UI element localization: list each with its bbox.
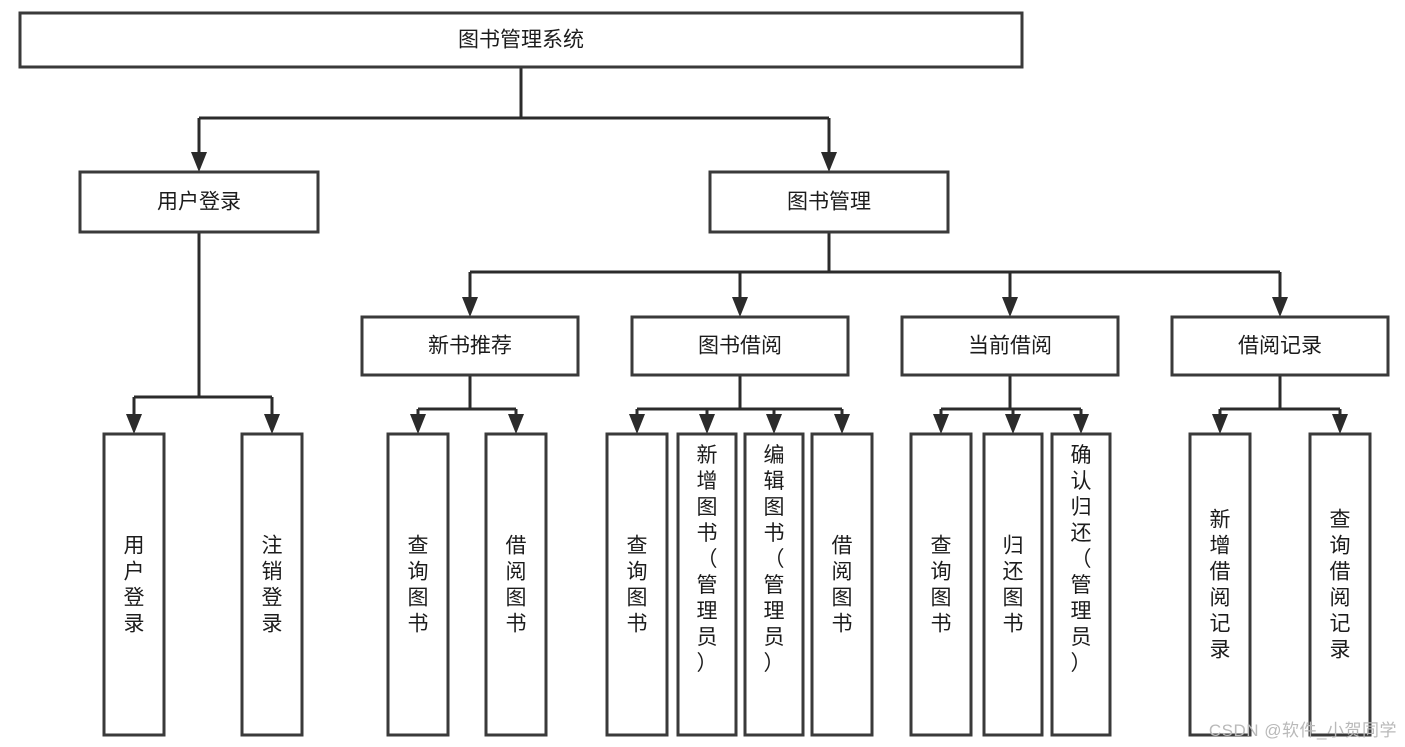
arrow-head (1332, 414, 1348, 434)
node-root[interactable]: 图书管理系统 (18, 11, 1024, 69)
node-label: 借阅图书 (832, 535, 853, 636)
node-label: 查询借阅记录 (1330, 509, 1351, 662)
node-label: 用户登录 (124, 535, 145, 636)
arrow-head (264, 414, 280, 434)
node-label: 查询图书 (931, 535, 952, 636)
node-box (240, 432, 304, 737)
node-leaf-user-logout[interactable]: 注销登录 (240, 432, 304, 737)
node-leaf-query-record[interactable]: 查询借阅记录 (1308, 432, 1372, 737)
node-label: 图书管理系统 (458, 29, 584, 52)
node-current-borrow[interactable]: 当前借阅 (900, 315, 1120, 377)
node-box (676, 432, 738, 737)
node-box (982, 432, 1044, 737)
node-box (102, 432, 166, 737)
node-leaf-add-book[interactable]: 新增图书（管理员） (676, 432, 738, 737)
node-box (630, 315, 850, 377)
node-box (1170, 315, 1390, 377)
arrow-head (191, 152, 207, 172)
node-box (1188, 432, 1252, 737)
arrow-head (834, 414, 850, 434)
node-box (1050, 432, 1112, 737)
arrow-head (462, 297, 478, 317)
node-book-borrow[interactable]: 图书借阅 (630, 315, 850, 377)
node-box (743, 432, 805, 737)
arrow-head (1005, 414, 1021, 434)
node-box (484, 432, 548, 737)
arrow-head (1272, 297, 1288, 317)
node-borrow-record[interactable]: 借阅记录 (1170, 315, 1390, 377)
node-leaf-return-book[interactable]: 归还图书 (982, 432, 1044, 737)
node-leaf-edit-book[interactable]: 编辑图书（管理员） (743, 432, 805, 737)
arrow-head (933, 414, 949, 434)
node-layer: 图书管理系统用户登录图书管理新书推荐图书借阅当前借阅借阅记录用户登录注销登录查询… (18, 11, 1390, 737)
node-label: 确认归还（管理员） (1071, 444, 1092, 675)
connector-layer (126, 67, 1348, 434)
arrow-head (1212, 414, 1228, 434)
node-label: 借阅图书 (506, 535, 527, 636)
node-label: 归还图书 (1003, 535, 1024, 636)
arrow-head (699, 414, 715, 434)
arrow-head (508, 414, 524, 434)
node-leaf-query-book-rec[interactable]: 查询图书 (386, 432, 450, 737)
node-user-login[interactable]: 用户登录 (78, 170, 320, 234)
node-box (78, 170, 320, 234)
node-box (810, 432, 874, 737)
node-label: 当前借阅 (968, 335, 1052, 358)
node-leaf-add-record[interactable]: 新增借阅记录 (1188, 432, 1252, 737)
node-box (605, 432, 669, 737)
node-label: 编辑图书（管理员） (764, 444, 785, 675)
node-label: 查询图书 (627, 535, 648, 636)
node-leaf-query-book-current[interactable]: 查询图书 (909, 432, 973, 737)
node-box (909, 432, 973, 737)
node-leaf-user-login[interactable]: 用户登录 (102, 432, 166, 737)
node-label: 图书管理 (787, 191, 871, 214)
node-leaf-borrow-book-rec[interactable]: 借阅图书 (484, 432, 548, 737)
node-box (900, 315, 1120, 377)
node-label: 新增图书（管理员） (697, 444, 718, 675)
arrow-head (126, 414, 142, 434)
arrow-head (629, 414, 645, 434)
node-leaf-query-book-borrow[interactable]: 查询图书 (605, 432, 669, 737)
arrow-head (410, 414, 426, 434)
node-box (1308, 432, 1372, 737)
node-label: 图书借阅 (698, 335, 782, 358)
arrow-head (1002, 297, 1018, 317)
node-label: 新增借阅记录 (1210, 509, 1231, 662)
node-label: 借阅记录 (1238, 335, 1322, 358)
node-box (18, 11, 1024, 69)
node-label: 注销登录 (262, 535, 283, 636)
arrow-head (766, 414, 782, 434)
arrow-head (1073, 414, 1089, 434)
node-new-book-recommend[interactable]: 新书推荐 (360, 315, 580, 377)
node-label: 用户登录 (157, 191, 241, 214)
node-box (708, 170, 950, 234)
node-leaf-confirm-return[interactable]: 确认归还（管理员） (1050, 432, 1112, 737)
node-label: 查询图书 (408, 535, 429, 636)
node-leaf-borrow-book[interactable]: 借阅图书 (810, 432, 874, 737)
node-box (360, 315, 580, 377)
node-box (386, 432, 450, 737)
node-book-manage[interactable]: 图书管理 (708, 170, 950, 234)
arrow-head (821, 152, 837, 172)
arrow-head (732, 297, 748, 317)
node-label: 新书推荐 (428, 335, 512, 358)
